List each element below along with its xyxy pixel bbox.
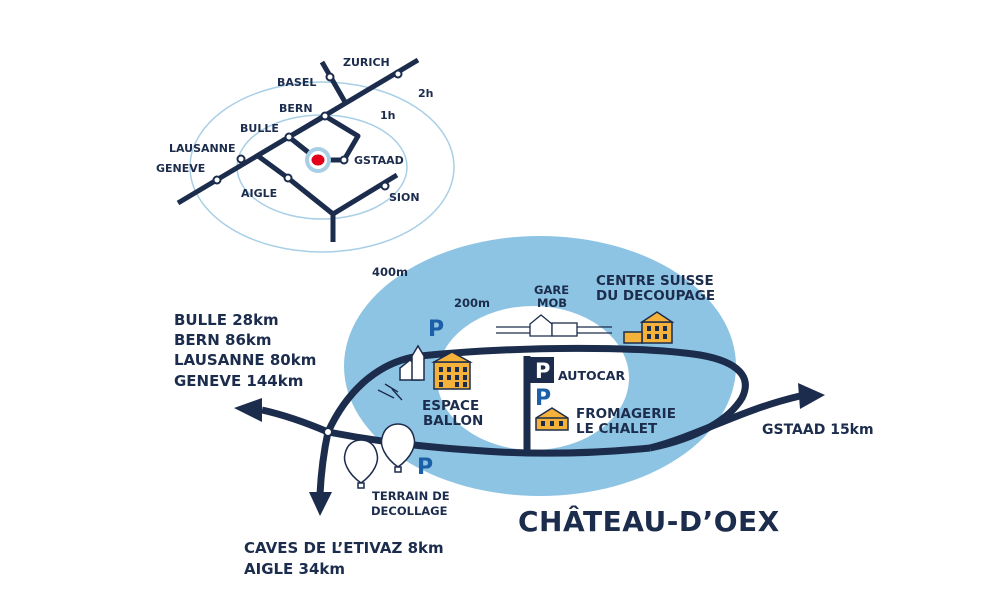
label-terrain-line1: TERRAIN DE [372, 489, 450, 503]
parking-sign-terrain: P [417, 455, 433, 480]
arrow-west [234, 398, 262, 422]
inset-ring-2h [189, 81, 455, 253]
parking-sign-north: P [428, 317, 444, 342]
hot-air-balloon-icon-2 [343, 439, 379, 489]
parking-sign-fromagerie: P [535, 386, 551, 411]
node-sion [380, 181, 390, 191]
arrow-east [798, 383, 825, 409]
label-centre-line1: CENTRE SUISSE [596, 273, 714, 289]
cheese-dairy-icon [535, 407, 569, 431]
label-autocar: AUTOCAR [558, 368, 625, 383]
destination-lausanne: LAUSANNE 80km [174, 351, 316, 369]
label-terrain-line2: DECOLLAGE [371, 504, 448, 518]
junction-node [323, 427, 333, 437]
location-dot-icon [305, 147, 331, 173]
destination-geneve: GENEVE 144km [174, 372, 303, 390]
train-station-icon [496, 314, 612, 337]
city-gstaad: GSTAAD [354, 154, 404, 167]
map-title: CHÂTEAU-D’OEX [518, 504, 780, 538]
inset-roads [176, 57, 420, 242]
node-aigle [283, 173, 293, 183]
label-gare-line1: GARE [534, 283, 569, 297]
arrow-south [309, 492, 332, 516]
museum-building-icon [623, 311, 675, 344]
node-basel [325, 72, 335, 82]
node-geneve [212, 175, 222, 185]
inset-map: 2h 1h ZURICH BASEL BERN BULLE LAUSANNE G… [156, 56, 455, 253]
zone-label-200m: 200m [454, 296, 490, 310]
label-centre-line2: DU DECOUPAGE [596, 288, 715, 304]
city-geneve: GENEVE [156, 162, 205, 175]
city-basel: BASEL [277, 76, 316, 89]
city-sion: SION [389, 191, 420, 204]
label-espace-line1: ESPACE [422, 398, 479, 414]
destination-caves-etivaz: CAVES DE L’ETIVAZ 8km [244, 539, 444, 557]
node-bulle [284, 132, 294, 142]
church-icon [399, 344, 425, 381]
node-gstaad [339, 155, 349, 165]
city-bern: BERN [279, 102, 313, 115]
hot-air-balloon-icon [380, 423, 416, 473]
label-fromagerie-line2: LE CHALET [576, 421, 658, 437]
label-gare-line2: MOB [537, 296, 567, 310]
ring-label-2h: 2h [418, 87, 434, 100]
destination-gstaad: GSTAAD 15km [762, 422, 874, 438]
city-aigle: AIGLE [241, 187, 277, 200]
destination-bulle: BULLE 28km [174, 311, 279, 329]
parking-sign-autocar: P [530, 357, 554, 383]
city-zurich: ZURICH [343, 56, 390, 69]
city-lausanne: LAUSANNE [169, 142, 235, 155]
node-lausanne [236, 154, 246, 164]
label-espace-line2: BALLON [423, 413, 483, 429]
node-bern [320, 111, 330, 121]
destination-bern: BERN 86km [174, 331, 272, 349]
inset-nodes [212, 69, 403, 191]
main-roads [261, 344, 801, 495]
node-zurich [393, 69, 403, 79]
parking-sign-autocar-letter: P [535, 359, 550, 383]
hotel-building-icon [431, 351, 473, 390]
main-map: 400m 200m [174, 236, 874, 578]
city-bulle: BULLE [240, 122, 279, 135]
zone-label-400m: 400m [372, 265, 408, 279]
label-fromagerie-line1: FROMAGERIE [576, 406, 676, 422]
ring-label-1h: 1h [380, 109, 396, 122]
destination-aigle: AIGLE 34km [244, 560, 345, 578]
church-light-rays [377, 383, 403, 401]
